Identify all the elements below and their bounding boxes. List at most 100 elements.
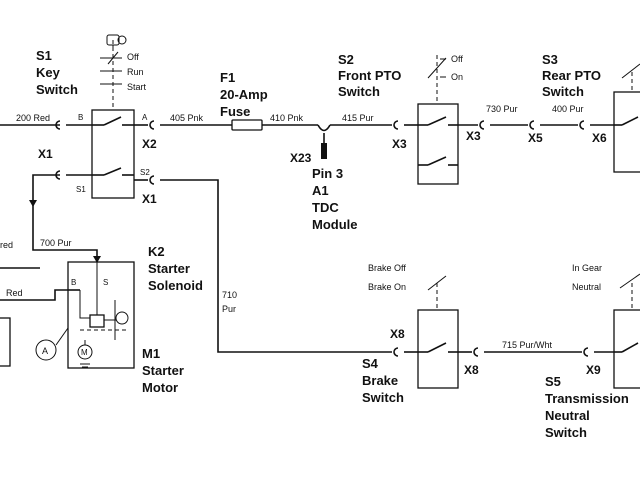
s2-pos-off: Off xyxy=(451,54,463,64)
a1-line-4: Module xyxy=(312,217,358,232)
s4-id: S4 xyxy=(362,356,379,371)
s1-name-1: Key xyxy=(36,65,61,80)
s4-pos-off: Brake Off xyxy=(368,263,406,273)
s1-term-a: A xyxy=(142,113,148,122)
x9-socket xyxy=(583,347,589,357)
s5-id: S5 xyxy=(545,374,561,389)
k2-name-1: Starter xyxy=(148,261,190,276)
m1-id: M1 xyxy=(142,346,160,361)
k2-term-b: B xyxy=(71,278,76,287)
conn-x1-s2: X1 xyxy=(142,192,157,206)
front-pto-lever xyxy=(427,57,447,79)
connector-labels: X1 X2 X1 X23 X3 X3 X5 X6 X8 X8 X9 xyxy=(38,129,607,377)
rear-pto-switch-body xyxy=(613,91,640,173)
wire-label-730: 730 Pur xyxy=(486,104,518,114)
ammeter-symbol: A xyxy=(42,346,48,356)
a1-line-3: TDC xyxy=(312,200,339,215)
wire-label-400: 400 Pur xyxy=(552,104,584,114)
k2-term-s: S xyxy=(103,278,108,287)
wire-labels: 200 Red 405 Pnk 410 Pnk 415 Pur 730 Pur … xyxy=(0,104,584,350)
conn-x1-left: X1 xyxy=(38,147,53,161)
s4-pos-on: Brake On xyxy=(368,282,406,292)
m1-symbol: M xyxy=(81,348,88,357)
s1-id: S1 xyxy=(36,48,52,63)
brake-switch-body xyxy=(417,309,459,389)
a1-line-2: A1 xyxy=(312,183,329,198)
rear-pto-switch-s3 xyxy=(613,63,640,173)
conn-x3-left: X3 xyxy=(392,137,407,151)
solenoid-coil-icon xyxy=(89,314,105,328)
s2-name-1: Front PTO xyxy=(338,68,401,83)
s2-id: S2 xyxy=(338,52,354,67)
ammeter-icon xyxy=(35,339,57,361)
s3-id: S3 xyxy=(542,52,558,67)
s1-pos-off: Off xyxy=(127,52,139,62)
wire-red-left xyxy=(0,289,73,301)
s5-pos-gear: In Gear xyxy=(572,263,602,273)
x23-splice-icon xyxy=(317,124,331,132)
front-pto-switch-s2 xyxy=(417,55,459,185)
brake-switch-s4 xyxy=(417,275,459,389)
key-switch-s1 xyxy=(91,34,135,199)
x1-left-socket xyxy=(55,120,61,130)
m1-name-1: Starter xyxy=(142,363,184,378)
wire-710-pur xyxy=(160,179,392,353)
key-switch-body xyxy=(91,109,135,199)
wire-700-down-arrow xyxy=(29,200,37,207)
wire-label-710-b: Pur xyxy=(222,304,236,314)
conn-x3-right: X3 xyxy=(466,129,481,143)
conn-x5: X5 xyxy=(528,131,543,145)
wire-label-715: 715 Pur/Wht xyxy=(502,340,553,350)
s3-name-2: Switch xyxy=(542,84,584,99)
fuse-f1-body xyxy=(231,119,263,131)
key-switch-contact xyxy=(103,116,122,126)
k2-name-2: Solenoid xyxy=(148,278,203,293)
x1-s2-socket xyxy=(149,175,155,185)
s1-name-2: Switch xyxy=(36,82,78,97)
a1-line-1: Pin 3 xyxy=(312,166,343,181)
s1-term-s2: S2 xyxy=(140,168,150,177)
wire-label-red-left: Red xyxy=(6,288,23,298)
component-labels: S1 Key Switch Off Run Start B A S1 S2 F1… xyxy=(36,48,629,440)
wire-700-arrow xyxy=(93,256,101,263)
neutral-switch-lever xyxy=(619,273,640,289)
m1-name-2: Motor xyxy=(142,380,178,395)
key-icon xyxy=(106,34,127,50)
wire-700-pur xyxy=(32,174,98,262)
wire-label-700: 700 Pur xyxy=(40,238,72,248)
f1-name-1: 20-Amp xyxy=(220,87,268,102)
battery-box-partial xyxy=(0,317,11,367)
pin-3-terminal xyxy=(321,143,327,159)
s3-name-1: Rear PTO xyxy=(542,68,601,83)
x6-socket xyxy=(579,120,585,130)
f1-name-2: Fuse xyxy=(220,104,250,119)
s2-pos-on: On xyxy=(451,72,463,82)
wire-label-410: 410 Pnk xyxy=(270,113,304,123)
wire-label-415: 415 Pur xyxy=(342,113,374,123)
wire-label-710-a: 710 xyxy=(222,290,237,300)
wire-segments xyxy=(0,120,614,357)
conn-x8-left: X8 xyxy=(390,327,405,341)
conn-x23: X23 xyxy=(290,151,312,165)
tdc-module-pin xyxy=(317,124,331,159)
s5-pos-neutral: Neutral xyxy=(572,282,601,292)
brake-switch-lever xyxy=(427,275,447,291)
conn-x2: X2 xyxy=(142,137,157,151)
x8-right-socket xyxy=(473,347,479,357)
ammeter xyxy=(35,327,69,361)
s4-name-2: Switch xyxy=(362,390,404,405)
k2-id: K2 xyxy=(148,244,165,259)
f1-id: F1 xyxy=(220,70,235,85)
x3-right-socket xyxy=(479,120,485,130)
front-pto-switch-body xyxy=(417,103,459,185)
s2-name-2: Switch xyxy=(338,84,380,99)
x8-left-socket xyxy=(393,347,399,357)
wire-label-405: 405 Pnk xyxy=(170,113,204,123)
s5-name-1: Transmission xyxy=(545,391,629,406)
x3-left-socket xyxy=(393,120,399,130)
wire-label-red-cut: red xyxy=(0,240,13,250)
starter-solenoid-k2 xyxy=(67,261,135,369)
s1-term-s1: S1 xyxy=(76,185,86,194)
s1-pos-start: Start xyxy=(127,82,147,92)
